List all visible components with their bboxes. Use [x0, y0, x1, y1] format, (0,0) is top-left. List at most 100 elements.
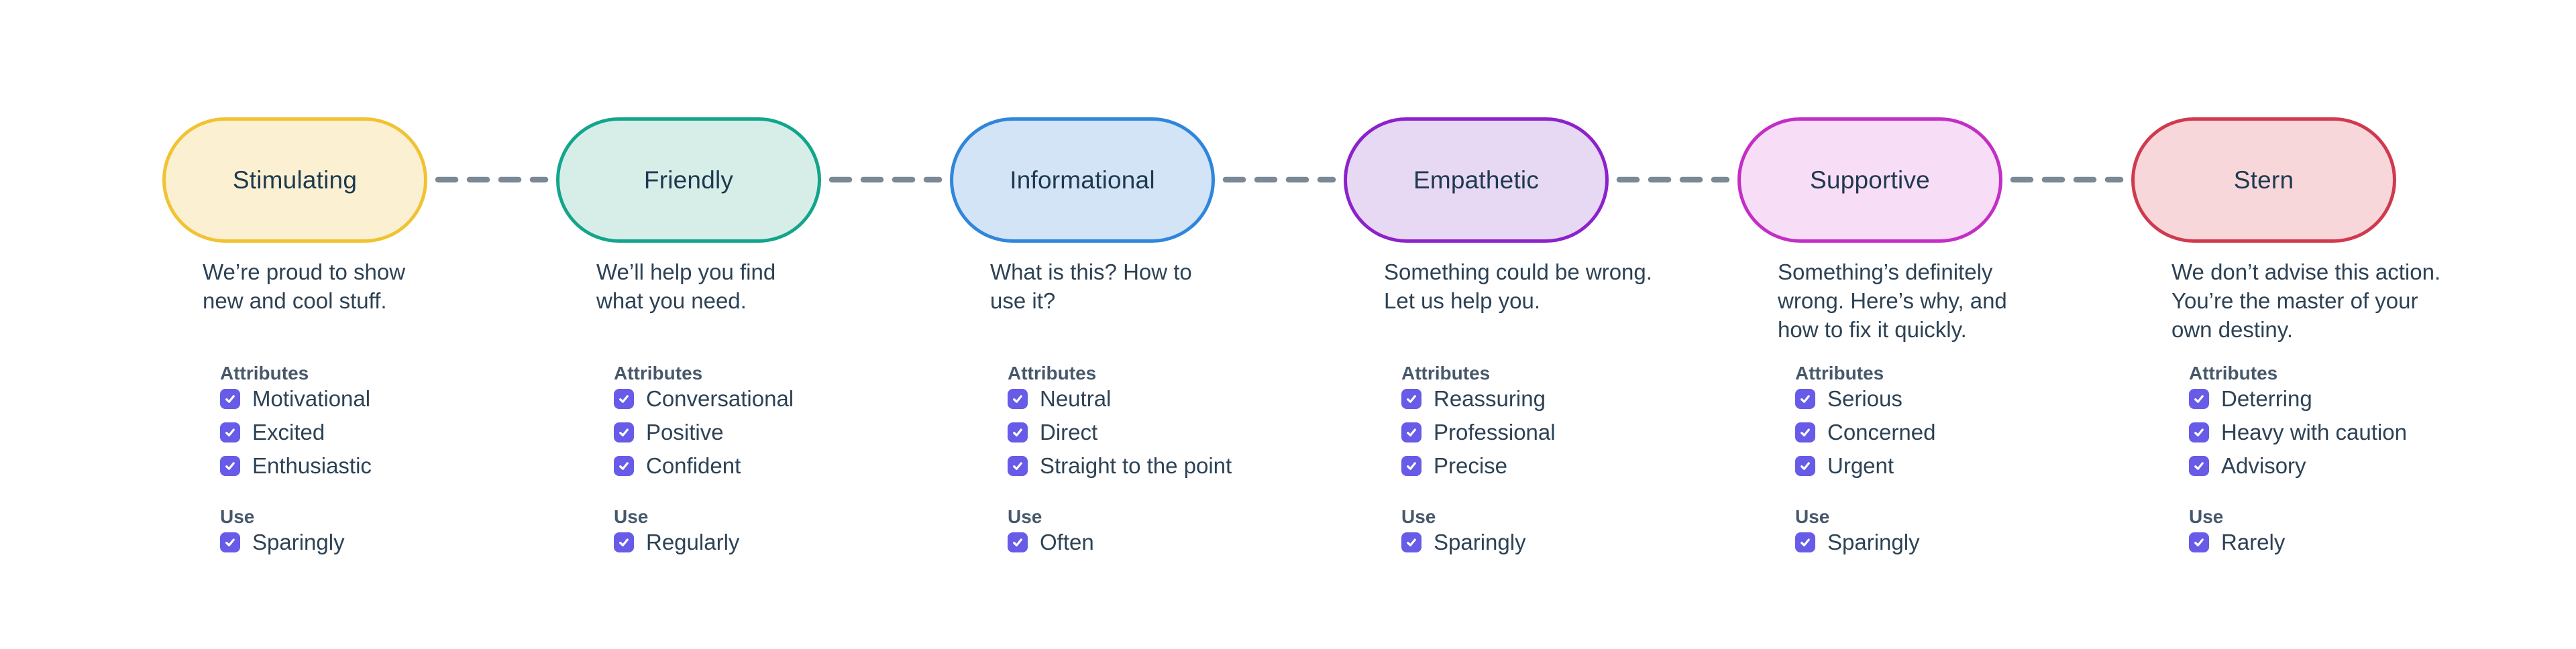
- attribute-checkbox[interactable]: [1795, 389, 1815, 409]
- attributes-heading: Attributes: [2189, 363, 2278, 384]
- attribute-checkbox[interactable]: [220, 456, 240, 476]
- attribute-row: Deterring: [2189, 386, 2511, 411]
- use-heading: Use: [1401, 506, 1436, 527]
- checkmark-icon: [1801, 462, 1810, 470]
- use-row: Sparingly: [1795, 530, 2117, 554]
- attribute-label: Positive: [646, 420, 724, 445]
- attribute-row: Confident: [614, 453, 936, 478]
- use-checkbox[interactable]: [1795, 532, 1815, 552]
- checkmark-icon: [1013, 395, 1022, 403]
- use-heading: Use: [1795, 506, 1830, 527]
- tone-pill: Supportive: [1737, 117, 2002, 243]
- checkmark-icon: [1407, 395, 1416, 403]
- attribute-checkbox[interactable]: [1401, 456, 1421, 476]
- checkmark-icon: [1013, 538, 1022, 546]
- attribute-row: Conversational: [614, 386, 936, 411]
- tone-description: We don’t advise this action. You’re the …: [2171, 259, 2441, 342]
- attribute-label: Concerned: [1827, 420, 1936, 445]
- attribute-checkbox[interactable]: [1008, 422, 1028, 442]
- attributes-heading: Attributes: [1795, 363, 1884, 384]
- attribute-checkbox[interactable]: [614, 422, 634, 442]
- attribute-checkbox[interactable]: [2189, 456, 2209, 476]
- attribute-label: Straight to the point: [1040, 453, 1232, 478]
- use-checkbox[interactable]: [220, 532, 240, 552]
- attribute-label: Motivational: [252, 386, 371, 411]
- checkmark-icon: [1013, 462, 1022, 470]
- attributes-section: Attributes Deterring Heavy with caution …: [2189, 362, 2511, 566]
- checkmark-icon: [1407, 538, 1416, 546]
- attribute-row: Straight to the point: [1008, 453, 1330, 478]
- attribute-label: Professional: [1434, 420, 1556, 445]
- use-checkbox[interactable]: [2189, 532, 2209, 552]
- tone-column: Informational What is this? How to use i…: [950, 0, 1344, 649]
- attribute-row: Motivational: [220, 386, 542, 411]
- attribute-label: Excited: [252, 420, 325, 445]
- attribute-checkbox[interactable]: [2189, 389, 2209, 409]
- attribute-checkbox[interactable]: [1401, 422, 1421, 442]
- attribute-row: Urgent: [1795, 453, 2117, 478]
- use-heading: Use: [220, 506, 255, 527]
- checkmark-icon: [2194, 538, 2204, 546]
- attribute-checkbox[interactable]: [1795, 456, 1815, 476]
- attributes-section: Attributes Motivational Excited Enthusia…: [220, 362, 542, 566]
- attribute-checkbox[interactable]: [220, 422, 240, 442]
- attributes-section: Attributes Reassuring Professional Preci…: [1401, 362, 1723, 566]
- tone-pill: Informational: [950, 117, 1215, 243]
- tone-description: We’re proud to show new and cool stuff.: [203, 259, 406, 313]
- attribute-checkbox[interactable]: [1008, 389, 1028, 409]
- attribute-checkbox[interactable]: [614, 389, 634, 409]
- use-heading: Use: [614, 506, 649, 527]
- checkmark-icon: [225, 428, 235, 436]
- attributes-section: Attributes Neutral Direct Straight to th…: [1008, 362, 1330, 566]
- use-label: Often: [1040, 530, 1094, 554]
- use-checkbox[interactable]: [1008, 532, 1028, 552]
- attributes-heading: Attributes: [614, 363, 703, 384]
- attribute-row: Enthusiastic: [220, 453, 542, 478]
- checkmark-icon: [1013, 428, 1022, 436]
- tone-description: Something could be wrong. Let us help yo…: [1384, 259, 1652, 313]
- tone-pill-label: Empathetic: [1413, 166, 1540, 194]
- attribute-checkbox[interactable]: [2189, 422, 2209, 442]
- tone-description: What is this? How to use it?: [990, 259, 1192, 313]
- checkmark-icon: [1801, 428, 1810, 436]
- attribute-checkbox[interactable]: [220, 389, 240, 409]
- attribute-label: Reassuring: [1434, 386, 1546, 411]
- connector-line: [2009, 176, 2125, 183]
- attribute-label: Advisory: [2221, 453, 2306, 478]
- attributes-section: Attributes Serious Concerned Urgent Use …: [1795, 362, 2117, 566]
- checkmark-icon: [619, 428, 629, 436]
- attribute-checkbox[interactable]: [614, 456, 634, 476]
- checkmark-icon: [2194, 462, 2204, 470]
- use-checkbox[interactable]: [614, 532, 634, 552]
- attribute-checkbox[interactable]: [1795, 422, 1815, 442]
- attribute-row: Excited: [220, 420, 542, 445]
- tone-column: Stern We don’t advise this action. You’r…: [2131, 0, 2525, 649]
- attribute-row: Heavy with caution: [2189, 420, 2511, 445]
- attribute-checkbox[interactable]: [1008, 456, 1028, 476]
- attribute-label: Serious: [1827, 386, 1902, 411]
- use-row: Sparingly: [1401, 530, 1723, 554]
- attributes-section: Attributes Conversational Positive Confi…: [614, 362, 936, 566]
- attribute-row: Neutral: [1008, 386, 1330, 411]
- attribute-label: Confident: [646, 453, 741, 478]
- tone-column: Friendly We’ll help you find what you ne…: [556, 0, 950, 649]
- use-label: Sparingly: [1434, 530, 1526, 554]
- attribute-label: Deterring: [2221, 386, 2312, 411]
- checkmark-icon: [225, 462, 235, 470]
- attribute-label: Neutral: [1040, 386, 1112, 411]
- connector-line: [1615, 176, 1731, 183]
- checkmark-icon: [2194, 395, 2204, 403]
- checkmark-icon: [619, 462, 629, 470]
- checkmark-icon: [1801, 395, 1810, 403]
- tone-description: We’ll help you find what you need.: [596, 259, 776, 313]
- attribute-row: Direct: [1008, 420, 1330, 445]
- use-row: Regularly: [614, 530, 936, 554]
- tone-pill-label: Stimulating: [232, 166, 358, 194]
- tone-pill: Stimulating: [162, 117, 427, 243]
- use-label: Regularly: [646, 530, 740, 554]
- attributes-heading: Attributes: [220, 363, 309, 384]
- attribute-checkbox[interactable]: [1401, 389, 1421, 409]
- use-checkbox[interactable]: [1401, 532, 1421, 552]
- tone-pill: Friendly: [556, 117, 821, 243]
- use-heading: Use: [2189, 506, 2224, 527]
